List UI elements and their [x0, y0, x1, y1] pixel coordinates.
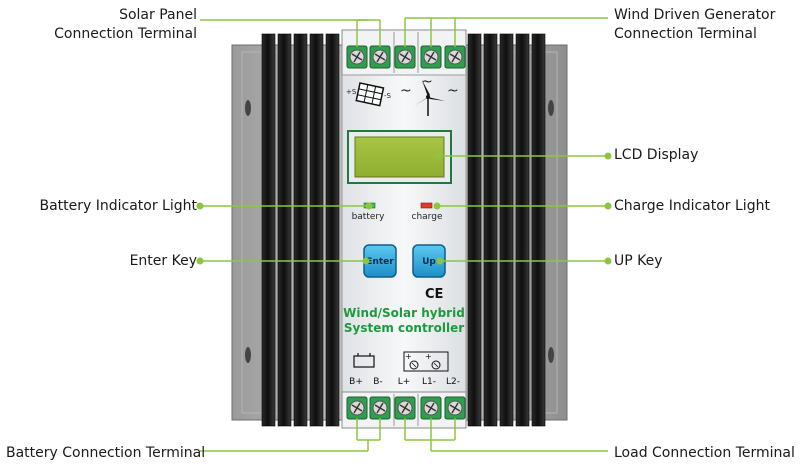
- callout-dot: [196, 257, 204, 265]
- heat-sink-fin: [325, 33, 340, 427]
- top-terminal: [394, 45, 416, 69]
- charge-indicator-label: charge: [412, 212, 443, 222]
- up-key[interactable]: Up: [412, 244, 446, 278]
- tilde-symbol-1: ~: [400, 83, 412, 99]
- charge-indicator-light: [420, 202, 433, 209]
- bottom-terminal-label: L2-: [446, 377, 460, 387]
- screw-slot: [376, 402, 384, 414]
- load-symbol-icon: [403, 351, 449, 372]
- callout-dot: [436, 257, 444, 265]
- bottom-terminal-block: [346, 396, 466, 420]
- charge-indicator-callout: Charge Indicator Light: [614, 198, 770, 214]
- top-terminal: [346, 45, 368, 69]
- screw-slot: [451, 51, 459, 63]
- load-terminal-callout: Load Connection Terminal: [614, 445, 795, 461]
- callout-dot: [604, 202, 612, 210]
- product-title-line1: Wind/Solar hybrid: [343, 306, 465, 320]
- ce-mark: CE: [425, 287, 443, 302]
- callout-dot: [434, 152, 442, 160]
- screw-slot: [451, 402, 459, 414]
- screw-slot: [401, 402, 409, 414]
- bottom-terminal-label: B+: [349, 377, 363, 387]
- load-plus-symbol-2: +: [425, 352, 432, 361]
- solar-panel-callout-line1: Solar Panel: [119, 7, 197, 23]
- wind-generator-callout-line1: Wind Driven Generator: [614, 7, 776, 23]
- screw-slot: [353, 402, 361, 414]
- solar-minus-symbol: -S: [384, 92, 392, 100]
- bottom-terminal-labels: B+ B- L+ L1- L2-: [349, 377, 460, 387]
- tilde-symbol-2: ~: [421, 74, 433, 90]
- battery-indicator-label: battery: [352, 212, 386, 222]
- heat-sink-fin: [467, 33, 482, 427]
- heat-sink-fin: [309, 33, 324, 427]
- front-panel: [341, 74, 467, 394]
- heat-sink-fin: [293, 33, 308, 427]
- enter-key-callout: Enter Key: [129, 253, 197, 269]
- screw-slot: [353, 51, 361, 63]
- top-terminal: [420, 45, 442, 69]
- callout-lines: [196, 17, 612, 452]
- heat-sink-fin: [515, 33, 530, 427]
- bottom-terminal-label: L+: [398, 377, 411, 387]
- bottom-terminal: [394, 396, 416, 420]
- top-terminal: [369, 45, 391, 69]
- callout-dot: [604, 257, 612, 265]
- up-key-callout: UP Key: [614, 253, 663, 269]
- heat-sink: [261, 33, 546, 427]
- up-key-label: Up: [422, 257, 436, 267]
- solar-panel-terminal-callout: Solar Panel Connection Terminal: [20, 6, 197, 44]
- battery-terminal-callout: Battery Connection Terminal: [6, 445, 206, 461]
- lcd-display-callout: LCD Display: [614, 147, 699, 163]
- tilde-symbol-3: ~: [447, 83, 459, 99]
- enter-key-label: Enter: [366, 257, 394, 267]
- screw-slot: [376, 51, 384, 63]
- load-plus-symbol-1: +: [405, 352, 412, 361]
- heat-sink-fin: [261, 33, 276, 427]
- heat-sink-fin: [483, 33, 498, 427]
- bottom-terminal: [420, 396, 442, 420]
- callout-dot: [433, 202, 441, 210]
- callout-dot: [362, 257, 370, 265]
- solar-plus-symbol: +S: [346, 88, 357, 96]
- screw-slot: [427, 402, 435, 414]
- top-terminal: [444, 45, 466, 69]
- callout-dot: [604, 152, 612, 160]
- lcd-display: [347, 130, 452, 184]
- wind-generator-callout-line2: Connection Terminal: [614, 26, 757, 42]
- bottom-terminal: [444, 396, 466, 420]
- heat-sink-fin: [499, 33, 514, 427]
- top-terminal-block: [346, 45, 466, 69]
- heat-sink-fin: [531, 33, 546, 427]
- battery-indicator-callout: Battery Indicator Light: [39, 198, 197, 214]
- bottom-terminal: [369, 396, 391, 420]
- callout-dot: [365, 202, 373, 210]
- heat-sink-fin: [277, 33, 292, 427]
- bottom-terminal: [346, 396, 368, 420]
- bottom-terminal-label: B-: [373, 377, 382, 387]
- solar-panel-callout-line2: Connection Terminal: [54, 26, 197, 42]
- wind-generator-terminal-callout: Wind Driven Generator Connection Termina…: [614, 6, 775, 44]
- callout-dot: [196, 202, 204, 210]
- screw-slot: [401, 51, 409, 63]
- solar-panel-icon: [355, 82, 385, 107]
- battery-symbol-icon: [353, 353, 375, 368]
- screw-slot: [427, 51, 435, 63]
- product-title-line2: System controller: [344, 321, 464, 335]
- bottom-terminal-label: L1-: [422, 377, 436, 387]
- wind-turbine-icon: [414, 80, 445, 116]
